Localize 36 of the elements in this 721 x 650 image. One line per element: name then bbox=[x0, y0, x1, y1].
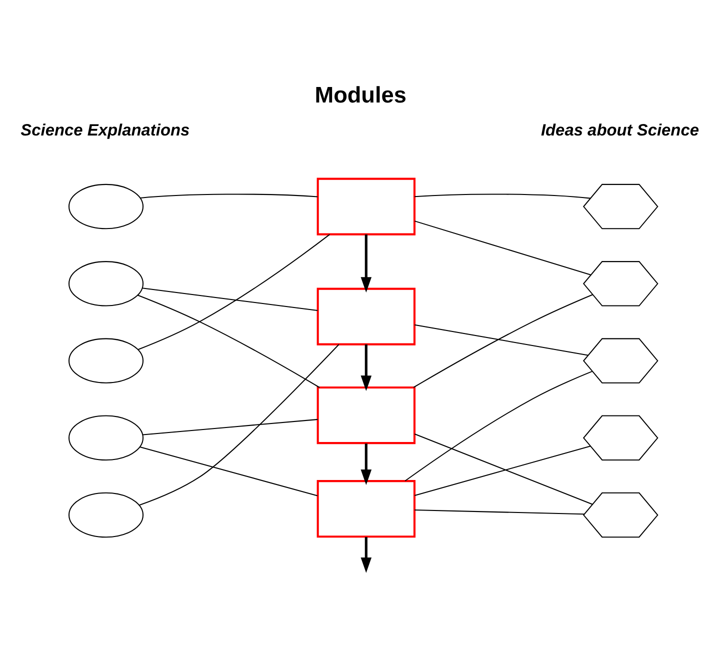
connector bbox=[414, 433, 593, 504]
connector bbox=[138, 234, 330, 350]
node-hexagon bbox=[582, 183, 658, 229]
node-ellipse bbox=[68, 414, 144, 460]
arrow bbox=[360, 536, 372, 572]
node-hexagon bbox=[582, 492, 658, 538]
node-hexagon bbox=[582, 338, 658, 383]
label: Ideas about Science bbox=[540, 120, 699, 139]
label: Science Explanations bbox=[20, 120, 190, 139]
arrow bbox=[360, 234, 372, 292]
node-box bbox=[316, 287, 416, 345]
node-hexagon bbox=[582, 260, 658, 306]
node-ellipse bbox=[68, 260, 144, 306]
connector bbox=[414, 220, 591, 275]
node-ellipse bbox=[68, 183, 144, 229]
connector bbox=[140, 446, 318, 496]
node-box bbox=[316, 480, 416, 538]
connector bbox=[142, 418, 318, 435]
arrow bbox=[360, 443, 372, 484]
node-ellipse bbox=[68, 338, 144, 383]
diagram-title: Modules bbox=[314, 82, 406, 107]
connector bbox=[142, 287, 318, 311]
connector bbox=[414, 445, 591, 496]
node-hexagon bbox=[582, 414, 658, 460]
connector bbox=[140, 193, 318, 198]
connector bbox=[414, 509, 584, 514]
connector bbox=[404, 370, 592, 481]
arrow bbox=[360, 344, 372, 391]
connector bbox=[413, 294, 593, 388]
node-box bbox=[316, 386, 416, 444]
node-box bbox=[316, 177, 416, 235]
connector bbox=[414, 324, 588, 356]
node-ellipse bbox=[68, 492, 144, 538]
connector bbox=[138, 294, 320, 388]
connector bbox=[139, 344, 340, 506]
connector bbox=[414, 193, 591, 198]
